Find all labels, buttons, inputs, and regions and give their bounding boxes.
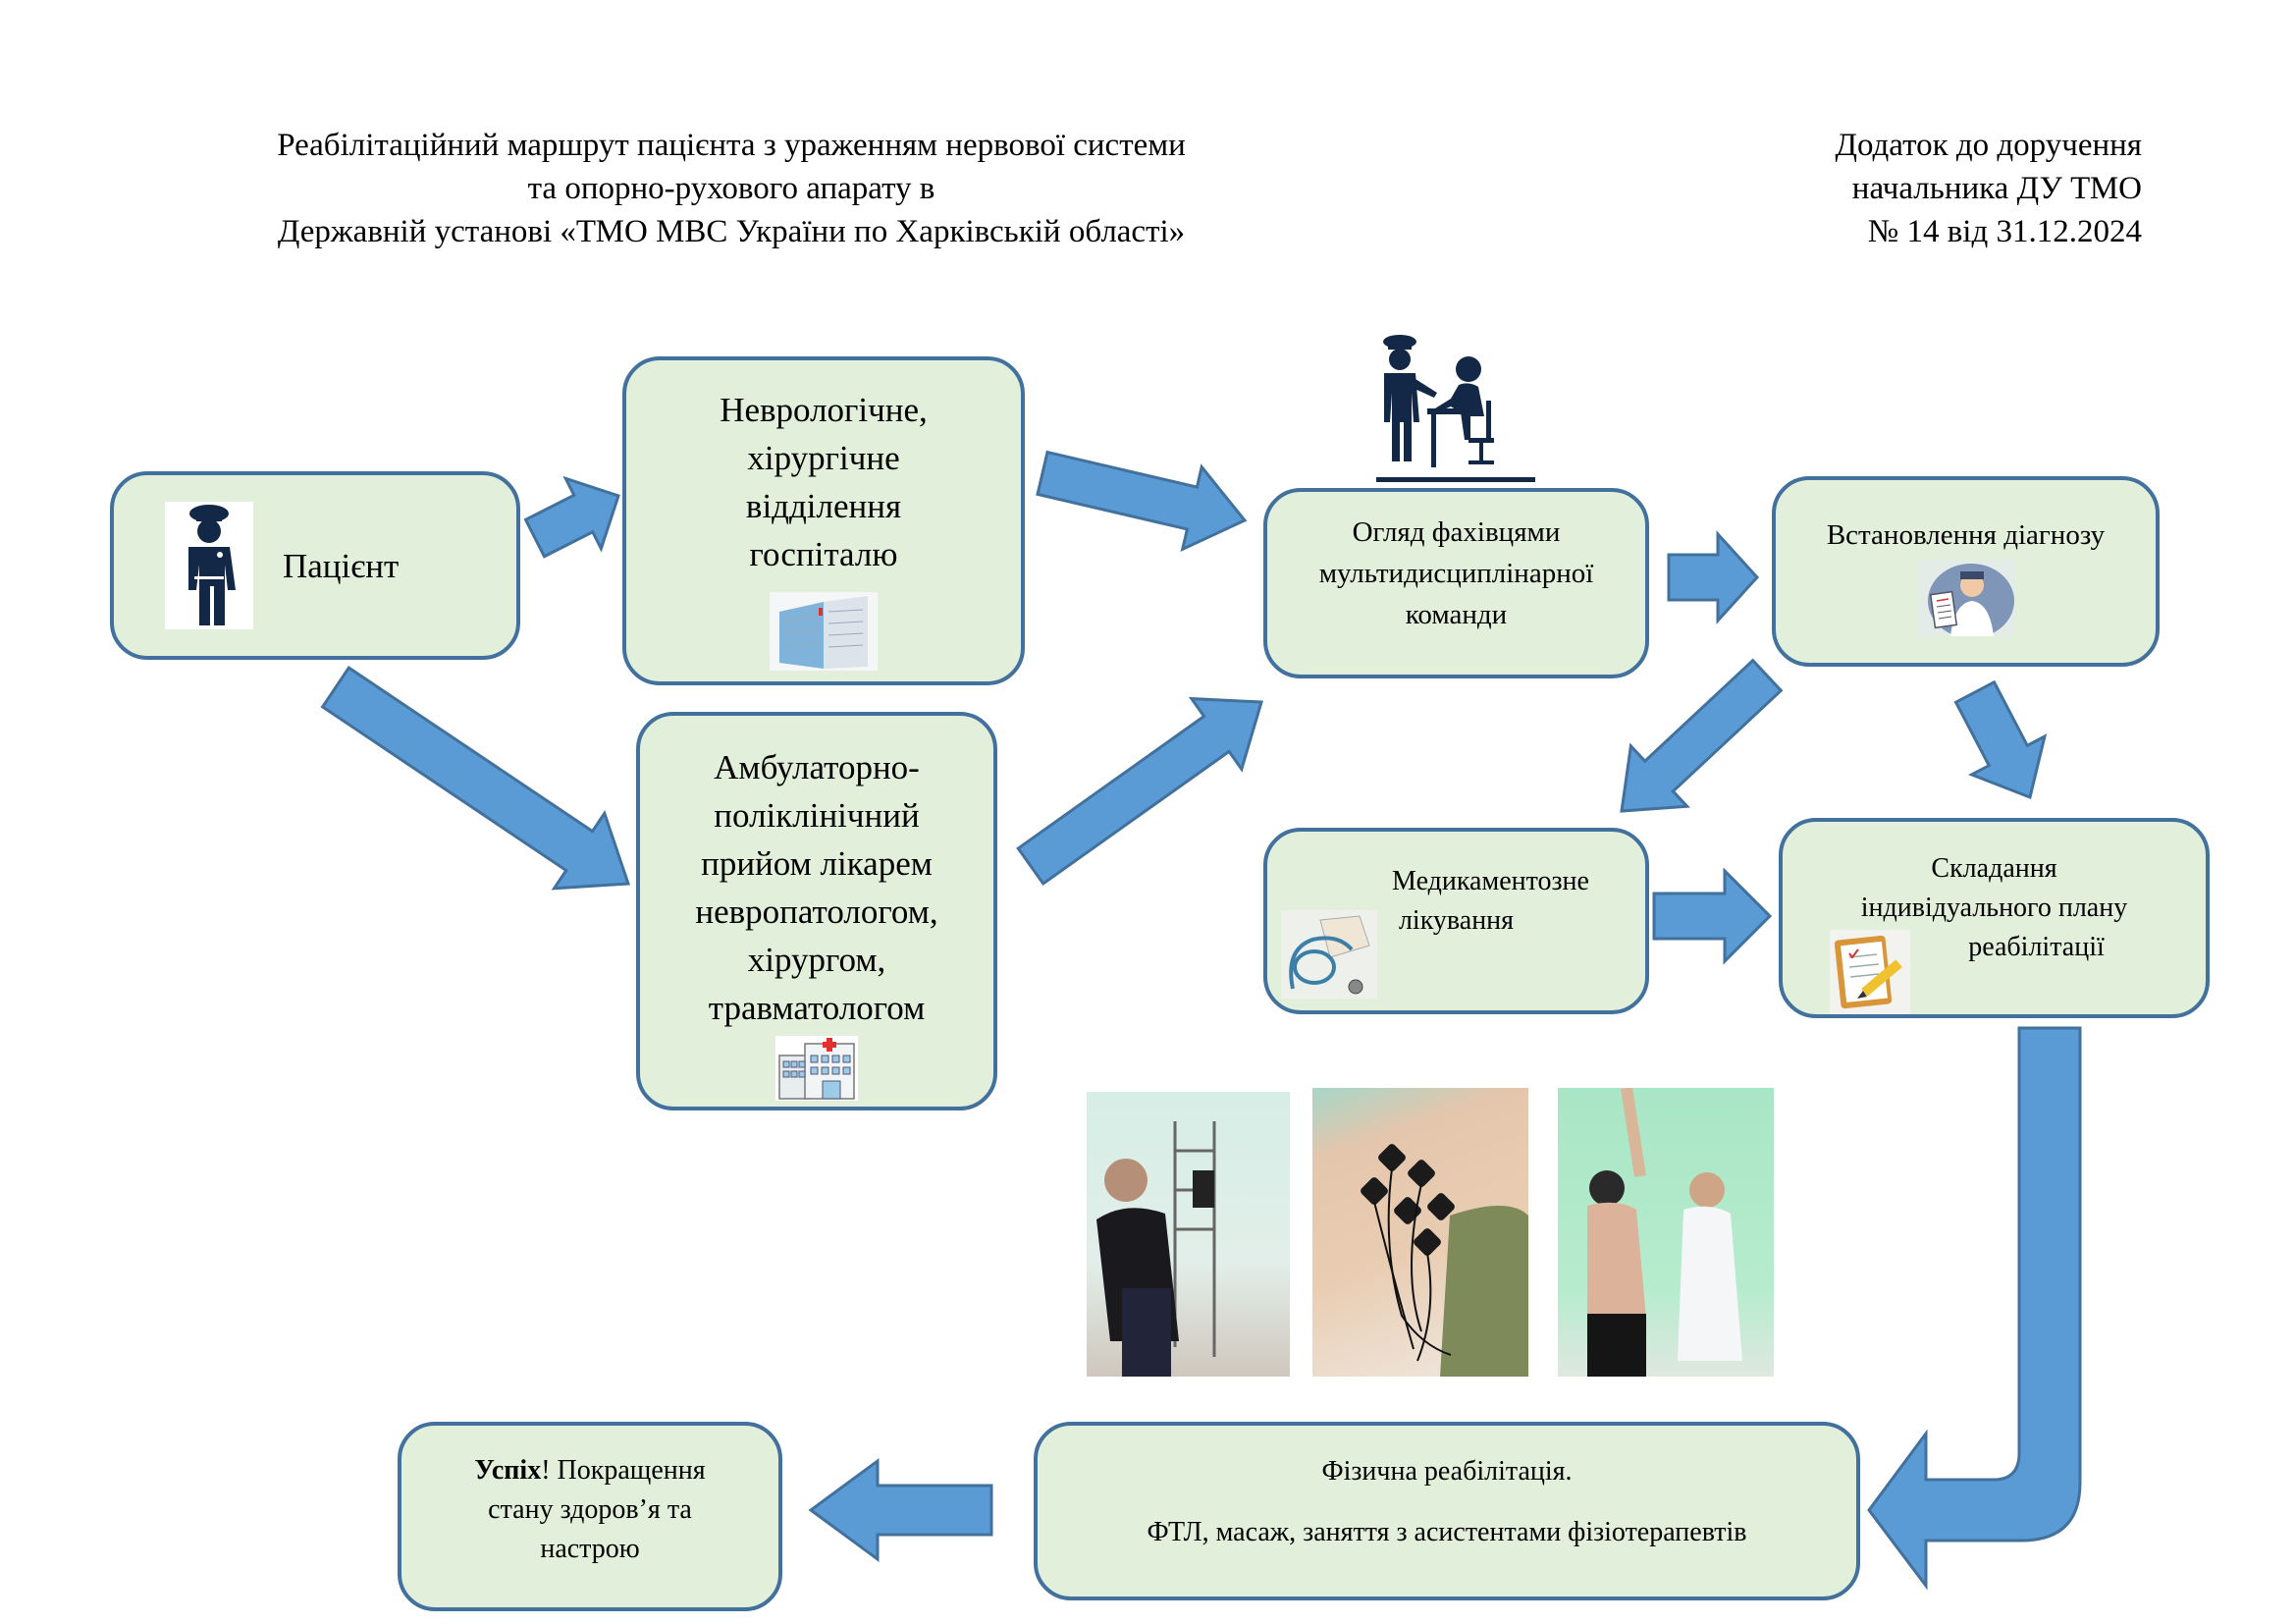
annex-line-1: Додаток до доручення — [1835, 128, 2142, 163]
ambulatory-line-6: травматологом — [708, 989, 926, 1027]
hospital-line-2: хірургічне — [747, 439, 900, 477]
node-medication[interactable]: Медикаментозне лікування — [1263, 828, 1649, 1014]
arrow-hospital-to-examination — [1036, 450, 1248, 553]
success-line-2: стану здоров’я та — [488, 1494, 692, 1525]
clipboard-pencil-icon — [1830, 930, 1910, 1014]
plan-line-3: реабілітації — [1968, 932, 2105, 962]
photo-exercise-frame — [1087, 1092, 1290, 1377]
node-hospital-ward[interactable]: Неврологічне, хірургічне відділення госп… — [622, 356, 1025, 685]
examination-line-3: команди — [1405, 599, 1508, 630]
node-mdt-examination[interactable]: Огляд фахівцями мультидисциплінарної ком… — [1263, 488, 1649, 678]
arrow-medication-to-plan — [1652, 867, 1773, 965]
police-officer-icon — [165, 502, 253, 629]
ambulatory-line-2: поліклінічний — [714, 796, 920, 835]
medication-line-1: Медикаментозне — [1392, 866, 1589, 896]
examination-line-1: Огляд фахівцями — [1352, 516, 1561, 548]
plan-line-1: Складання — [1931, 853, 2057, 884]
examination-line-2: мультидисциплінарної — [1318, 558, 1594, 589]
hospital-line-1: Неврологічне, — [720, 391, 928, 429]
arrow-diagnosis-to-plan — [1953, 679, 2048, 800]
hospital-building-icon — [770, 592, 878, 671]
physical-line-1: Фізична реабілітація. — [1321, 1456, 1573, 1487]
arrow-patient-to-ambulatory — [320, 665, 631, 891]
photo-electrostimulation — [1312, 1088, 1528, 1377]
patient-label: Пацієнт — [283, 546, 400, 585]
doctor-clipboard-icon — [1916, 560, 2015, 638]
title-line-1: Реабілітаційний маршрут пацієнта з ураже… — [277, 128, 1186, 163]
success-line-3: настрою — [540, 1534, 640, 1564]
success-line-1-rest: ! Покращення — [541, 1455, 706, 1486]
arrow-physical-to-success — [808, 1458, 993, 1562]
title-line-3: Державній установі «ТМО МВС України по Х… — [277, 214, 1186, 249]
ambulatory-line-4: невропатологом, — [695, 893, 938, 931]
officer-at-desk-icon — [1366, 332, 1543, 484]
diagnosis-label: Встановлення діагнозу — [1826, 519, 2106, 551]
page-title: Реабілітаційний маршрут пацієнта з ураже… — [167, 124, 1296, 253]
clinic-building-icon — [775, 1036, 858, 1101]
stethoscope-icon — [1281, 910, 1377, 999]
title-line-2: та опорно-рухового апарату в — [527, 171, 935, 206]
ambulatory-line-5: хірургом, — [747, 941, 886, 979]
annex-note: Додаток до доручення начальника ДУ ТМО №… — [1651, 124, 2142, 253]
underline-bar — [1376, 477, 1535, 482]
node-diagnosis[interactable]: Встановлення діагнозу — [1772, 476, 2160, 667]
hospital-line-4: госпіталю — [749, 535, 898, 573]
ambulatory-line-3: прийом лікарем — [701, 844, 933, 883]
node-ambulatory-clinic[interactable]: Амбулаторно- поліклінічний прийом лікаре… — [636, 712, 997, 1110]
node-physical-rehabilitation[interactable]: Фізична реабілітація. ФТЛ, масаж, занятт… — [1034, 1422, 1860, 1600]
physical-line-2: ФТЛ, масаж, заняття з асистентами фізіот… — [1147, 1517, 1747, 1547]
arrow-ambulatory-to-examination — [1016, 696, 1263, 887]
node-success[interactable]: Успіх! Покращення стану здоров’я та наст… — [398, 1422, 782, 1611]
node-individual-plan[interactable]: Складання індивідуального плану реабіліт… — [1779, 818, 2210, 1018]
photo-physio-assessment — [1558, 1088, 1774, 1377]
arrow-patient-to-hospital — [523, 475, 620, 559]
plan-line-2: індивідуального плану — [1860, 893, 2128, 923]
annex-line-2: начальника ДУ ТМО — [1851, 171, 2142, 206]
medication-line-2: лікування — [1398, 905, 1515, 936]
hospital-line-3: відділення — [745, 487, 902, 525]
annex-line-3: № 14 від 31.12.2024 — [1867, 214, 2142, 249]
node-patient[interactable]: Пацієнт — [110, 471, 520, 660]
success-line-1: Успіх! Покращення — [474, 1451, 705, 1490]
arrow-plan-to-physical — [1867, 1026, 2082, 1591]
arrow-examination-to-diagnosis — [1667, 530, 1760, 624]
ambulatory-line-1: Амбулаторно- — [714, 748, 920, 786]
arrow-diagnosis-to-medication — [1620, 658, 1784, 813]
success-bold: Успіх — [474, 1455, 542, 1486]
